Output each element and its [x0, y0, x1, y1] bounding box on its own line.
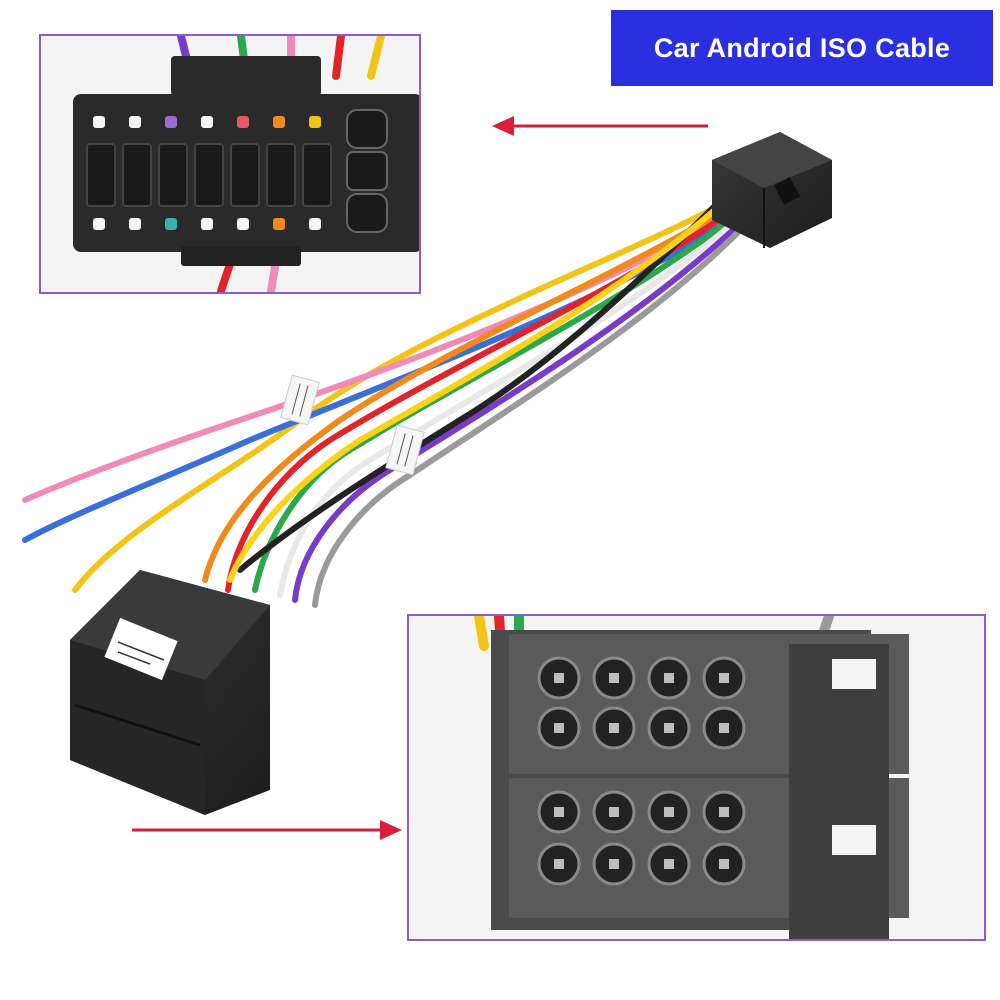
wire-yellow-short [227, 195, 731, 583]
wire-gray [312, 215, 755, 608]
wire-purple [292, 213, 751, 603]
wire-label-1 [280, 374, 320, 426]
iso-pins-upper [537, 656, 746, 750]
pin-row-bottom [93, 218, 321, 230]
wire-bundle [22, 192, 755, 608]
iso-connector [70, 570, 270, 815]
title-text: Car Android ISO Cable [653, 32, 951, 63]
wire-label-2 [385, 424, 425, 476]
wire-orange [202, 202, 735, 583]
title-banner: Car Android ISO Cable [611, 10, 993, 86]
wire-white [277, 211, 747, 598]
inset-iso-closeup [407, 614, 986, 941]
left-arrow-icon [492, 116, 708, 136]
iso-closeup-image [474, 616, 909, 939]
pin-slots [86, 143, 332, 207]
pin-row-top [93, 116, 321, 128]
inset-16pin-closeup [39, 34, 421, 294]
wire-black [237, 192, 729, 573]
android-16pin-connector [712, 132, 832, 248]
right-arrow-icon [132, 820, 402, 840]
wire-yellow-long [72, 197, 733, 593]
power-pins [346, 109, 388, 233]
16pin-closeup-image [73, 36, 419, 292]
iso-pin-highlights [554, 673, 729, 869]
